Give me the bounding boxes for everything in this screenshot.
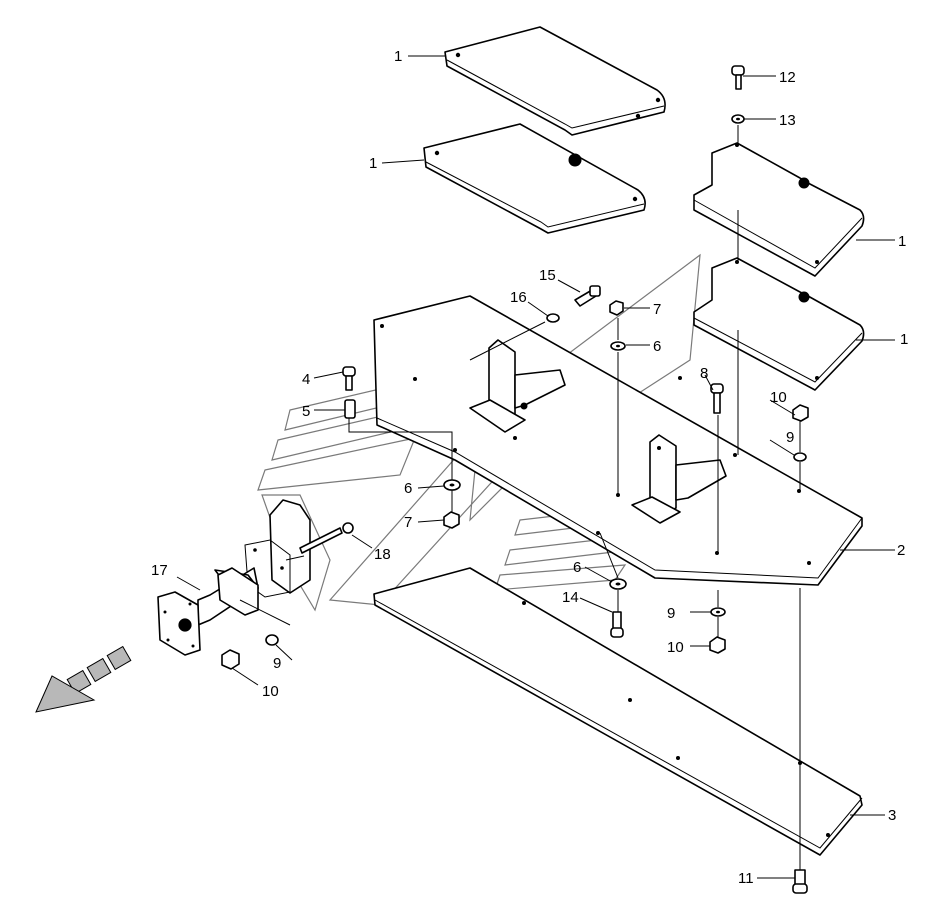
callout-2: 2: [897, 542, 905, 559]
hardware: [221, 65, 809, 894]
callout-18: 18: [374, 546, 391, 563]
pad-1-right-upper: [693, 142, 865, 277]
callout-9-a: 9: [786, 429, 794, 446]
callout-15: 15: [539, 267, 556, 284]
callout-17: 17: [151, 562, 168, 579]
callout-1-a: 1: [394, 48, 402, 65]
mounting-bracket-left: [469, 339, 566, 433]
callout-6-c: 6: [573, 559, 581, 576]
callout-1-c: 1: [898, 233, 906, 250]
callout-9-c: 9: [273, 655, 281, 672]
leader-lines: [176, 55, 895, 879]
callout-4: 4: [302, 371, 310, 388]
direction-arrow-icon: [35, 645, 132, 713]
hitch-assembly: [157, 499, 354, 656]
callout-14: 14: [562, 589, 579, 606]
callout-6-b: 6: [653, 338, 661, 355]
pad-1-middle: [423, 123, 646, 234]
callout-13: 13: [779, 112, 796, 129]
callout-labels: 1 1 1 1 2 3 4 5 6 6 6 7 7 8 9 9 9 10 10 …: [151, 48, 908, 887]
callout-5: 5: [302, 403, 310, 420]
callout-3: 3: [888, 807, 896, 824]
callout-11: 11: [738, 870, 754, 887]
callout-9-b: 9: [667, 605, 675, 622]
bottom-plate-3: [373, 567, 863, 856]
pad-1-right-lower: [693, 257, 865, 391]
callout-6-a: 6: [404, 480, 412, 497]
callout-8: 8: [700, 365, 708, 382]
callout-16: 16: [510, 289, 527, 306]
callout-7-b: 7: [404, 514, 412, 531]
callout-10-b: 10: [667, 639, 684, 656]
mounting-bracket-right: [631, 434, 727, 524]
callout-10-c: 10: [262, 683, 279, 700]
callout-7-a: 7: [653, 301, 661, 318]
assembly-lines: [348, 125, 801, 870]
callout-12: 12: [779, 69, 796, 86]
callout-10-a: 10: [770, 389, 787, 406]
pad-1-top: [444, 26, 666, 136]
callout-1-d: 1: [900, 331, 908, 348]
callout-1-b: 1: [369, 155, 377, 172]
